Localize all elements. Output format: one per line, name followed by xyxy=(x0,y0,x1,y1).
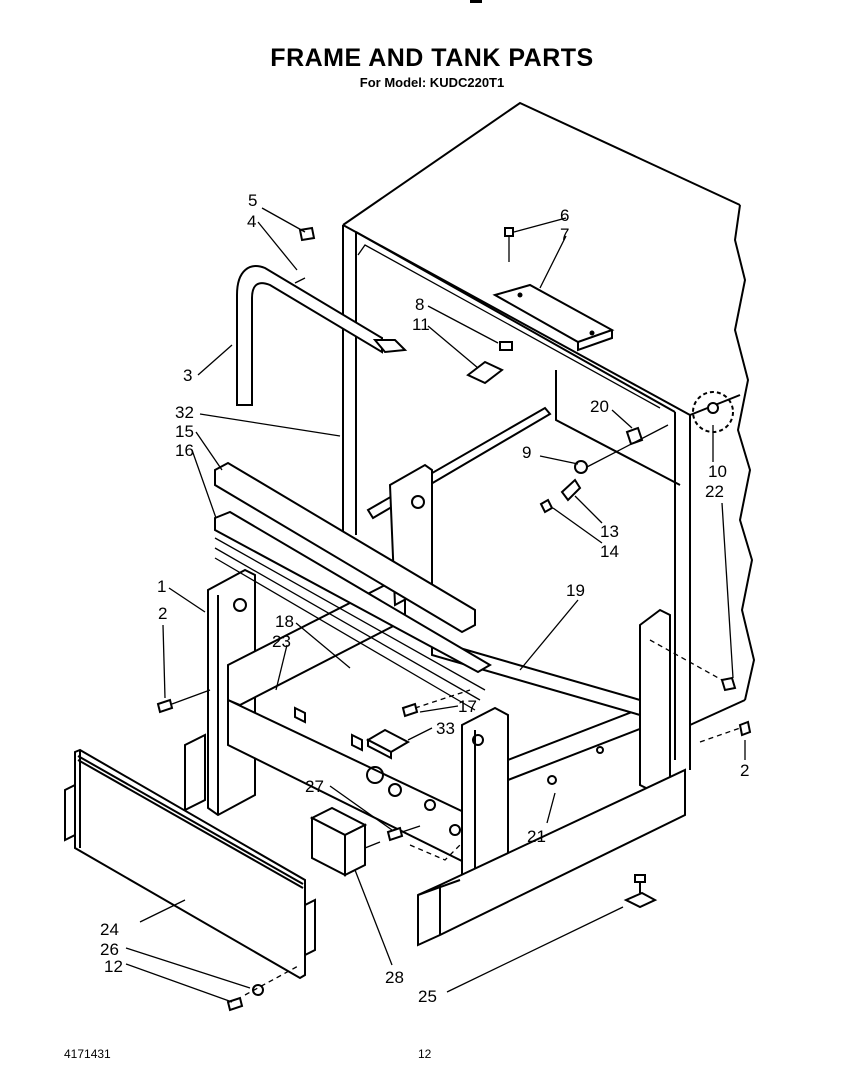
leader-lines xyxy=(125,207,746,1003)
callout-2a: 2 xyxy=(158,604,167,623)
top-bracket-part-7 xyxy=(492,227,615,352)
callout-26: 26 xyxy=(100,940,119,959)
page-number: 12 xyxy=(418,1047,432,1061)
callout-12: 12 xyxy=(104,957,123,976)
dashed-assembly-lines xyxy=(244,639,741,996)
callout-22: 22 xyxy=(705,482,724,501)
base-frame xyxy=(184,461,686,947)
callout-1: 1 xyxy=(157,577,166,596)
callout-19: 19 xyxy=(566,581,585,600)
callout-9: 9 xyxy=(522,443,531,462)
page-title: FRAME AND TANK PARTS xyxy=(270,44,594,72)
callout-11: 11 xyxy=(412,315,430,334)
drawing-number: 4171431 xyxy=(64,1047,111,1061)
corner-mark xyxy=(470,0,482,3)
callout-14: 14 xyxy=(600,542,619,561)
callout-32: 32 xyxy=(175,403,194,422)
callout-24: 24 xyxy=(100,920,119,939)
toe-panel-part-24 xyxy=(64,748,316,980)
callout-labels: 5 4 3 6 7 8 11 32 15 16 20 9 13 14 10 22… xyxy=(100,191,749,1006)
callout-8: 8 xyxy=(415,295,424,314)
callout-15: 15 xyxy=(175,422,194,441)
callout-25: 25 xyxy=(418,987,437,1006)
callout-16: 16 xyxy=(175,441,194,460)
callout-21: 21 xyxy=(527,827,546,846)
hinge-area-parts xyxy=(539,391,734,514)
callout-20: 20 xyxy=(590,397,609,416)
junction-box-part-28 xyxy=(309,806,381,877)
callout-33: 33 xyxy=(436,719,455,738)
callout-13: 13 xyxy=(600,522,619,541)
callout-10: 10 xyxy=(708,462,727,481)
callout-27: 27 xyxy=(305,777,324,796)
callout-7: 7 xyxy=(560,225,569,244)
callout-3: 3 xyxy=(183,366,192,385)
callout-18: 18 xyxy=(275,612,294,631)
fasteners xyxy=(156,676,752,1012)
pad-part-33 xyxy=(365,728,411,760)
callout-6: 6 xyxy=(560,206,569,225)
callout-28: 28 xyxy=(385,968,404,987)
callout-4: 4 xyxy=(247,212,256,231)
fill-tube-part-3 xyxy=(236,226,408,406)
model-subtitle: For Model: KUDC220T1 xyxy=(359,75,505,90)
callout-23: 23 xyxy=(272,632,291,651)
clip-part-11 xyxy=(466,341,513,385)
callout-5: 5 xyxy=(248,191,257,210)
tank-assembly xyxy=(342,101,756,770)
callout-2b: 2 xyxy=(740,761,749,780)
callout-17: 17 xyxy=(458,697,477,716)
